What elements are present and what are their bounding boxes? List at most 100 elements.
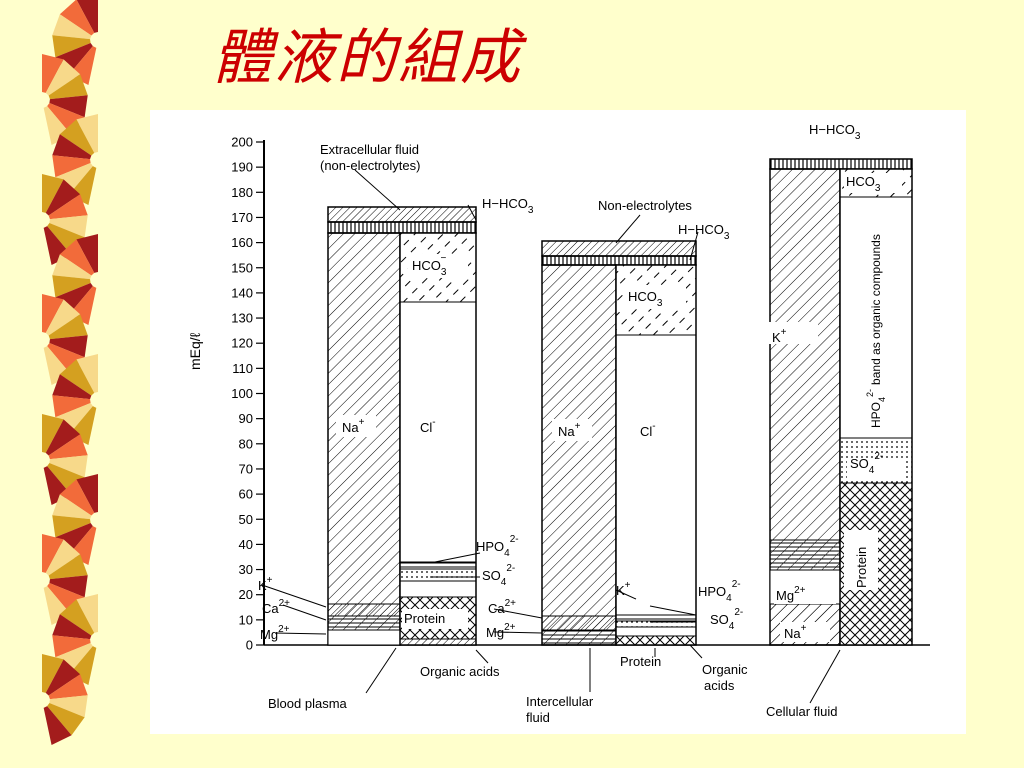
svg-text:H−HCO3: H−HCO3 xyxy=(678,222,730,242)
ribbon-stripe xyxy=(45,659,81,696)
y-tick-label: 70 xyxy=(239,461,253,476)
svg-text:HCO3: HCO3 xyxy=(628,289,663,309)
y-tick-label: 130 xyxy=(231,311,253,326)
k-label-cellular: K xyxy=(772,330,781,345)
cellular-fluid-label: Cellular fluid xyxy=(766,704,838,719)
svg-text:K+: K+ xyxy=(258,575,273,593)
ribbon-stripe xyxy=(42,174,64,213)
ribbon-stripe xyxy=(52,374,92,400)
y-tick-label: 160 xyxy=(231,235,253,250)
ribbon-stripe xyxy=(52,14,92,40)
y-axis: 0102030405060708090100110120130140150160… xyxy=(187,135,265,653)
intercellular-label-2: fluid xyxy=(526,710,550,725)
intercellular-label-1: Intercellular xyxy=(526,694,594,709)
y-tick-label: 190 xyxy=(231,160,253,175)
ribbon-stripe xyxy=(59,479,95,516)
ribbon-stripe xyxy=(43,706,72,745)
na-label-cellular: Na xyxy=(784,626,801,641)
so4-label-cellular: SO xyxy=(850,456,869,471)
so4-label-plasma: SO xyxy=(482,568,501,583)
ribbon-stripe xyxy=(52,494,92,520)
non-electrolytes-label: (non-electrolytes) xyxy=(320,158,420,173)
ribbon-stripe xyxy=(59,599,95,636)
ribbon-stripe xyxy=(52,275,91,298)
svg-text:SO42-: SO42- xyxy=(850,451,883,476)
svg-text:HCO3: HCO3 xyxy=(846,174,881,194)
ribbon-stripe xyxy=(52,614,92,640)
svg-text:Cl-: Cl- xyxy=(640,421,656,439)
hpo4-label-intercellular: HPO xyxy=(698,584,726,599)
y-tick-label: 30 xyxy=(239,562,253,577)
ribbon-stripe xyxy=(42,654,64,693)
ribbon-stripe xyxy=(76,354,98,393)
mg-label-plasma: Mg xyxy=(260,627,278,642)
ribbon-stripe xyxy=(49,215,88,238)
y-tick-label: 40 xyxy=(239,537,253,552)
ribbon-stripe xyxy=(49,455,88,478)
cl-label-intercellular: Cl xyxy=(640,424,652,439)
svg-text:Na+: Na+ xyxy=(342,417,365,435)
ribbon-stripe xyxy=(49,695,88,718)
hpo4-label-cellular: HPO xyxy=(869,402,883,428)
h-hco3-label-plasma: H−HCO xyxy=(482,196,528,211)
y-tick-label: 100 xyxy=(231,386,253,401)
organic-label-intercellular: Organic xyxy=(702,662,748,677)
na-label-intercellular: Na xyxy=(558,424,575,439)
blood-plasma-label: Blood plasma xyxy=(268,696,348,711)
ribbon-stripe xyxy=(42,294,64,333)
ribbon-stripe xyxy=(42,414,64,453)
extracellular-fluid-label: Extracellular fluid xyxy=(320,142,419,157)
ribbon-stripe xyxy=(59,359,95,396)
svg-text:Cl-: Cl- xyxy=(420,417,436,435)
slide-title: 體液的組成 xyxy=(212,23,522,93)
cellular-fluid-column xyxy=(769,158,913,646)
k-label-plasma: K xyxy=(258,578,267,593)
ribbon-stripe xyxy=(42,54,64,93)
svg-text:Mg2+: Mg2+ xyxy=(260,624,290,642)
hpo4-label-plasma: HPO xyxy=(476,539,504,554)
y-axis-label: mEq/ℓ xyxy=(187,332,203,370)
ribbon-stripe xyxy=(52,155,91,178)
mg-label-cellular: Mg xyxy=(776,588,794,603)
y-axis-ticks: 0102030405060708090100110120130140150160… xyxy=(231,135,264,653)
hpo4-band-note: band as organic compounds xyxy=(869,234,883,385)
ribbon-stripe xyxy=(52,134,92,160)
svg-text:Ca2+: Ca2+ xyxy=(488,598,516,616)
non-electrolytes-label-2: Non-electrolytes xyxy=(598,198,692,213)
hco3-label-intercellular: HCO xyxy=(628,289,657,304)
y-tick-label: 140 xyxy=(231,285,253,300)
ribbon-stripe xyxy=(48,314,88,340)
y-tick-label: 80 xyxy=(239,436,253,451)
y-tick-label: 170 xyxy=(231,210,253,225)
ribbon-stripe xyxy=(45,539,81,576)
svg-text:HCO3−: HCO3− xyxy=(412,253,447,278)
organic-acids-label-plasma: Organic acids xyxy=(420,664,500,679)
figure-svg: 0102030405060708090100110120130140150160… xyxy=(187,122,930,725)
leader-lines xyxy=(261,169,841,704)
y-tick-label: 20 xyxy=(239,587,253,602)
ribbon-stripe xyxy=(76,474,98,513)
svg-text:H−HCO3: H−HCO3 xyxy=(809,122,861,142)
y-tick-label: 0 xyxy=(246,638,253,653)
protein-label-intercellular: Protein xyxy=(620,654,661,669)
ribbon-stripe xyxy=(47,702,85,736)
y-tick-label: 110 xyxy=(232,361,253,376)
ribbon-stripe xyxy=(45,299,81,336)
ribbon-stripe xyxy=(48,194,88,220)
ribbon-stripe xyxy=(59,0,95,36)
so4-label-intercellular: SO xyxy=(710,612,729,627)
hco3-label-cellular: HCO xyxy=(846,174,875,189)
acids-label-intercellular: acids xyxy=(704,678,735,693)
svg-text:K+: K+ xyxy=(616,580,631,598)
ribbon-stripe xyxy=(52,395,91,418)
ribbon-stripe xyxy=(52,515,91,538)
y-tick-label: 50 xyxy=(239,512,253,527)
h-hco3-label-cellular: H−HCO xyxy=(809,122,855,137)
ribbon-stripe xyxy=(52,635,91,658)
ribbon-stripe xyxy=(49,575,88,598)
mg-label-intercellular: Mg xyxy=(486,625,504,640)
ribbon-stripe xyxy=(52,35,91,58)
ribbon-stripe xyxy=(45,179,81,216)
ribbon-stripe xyxy=(49,335,88,358)
